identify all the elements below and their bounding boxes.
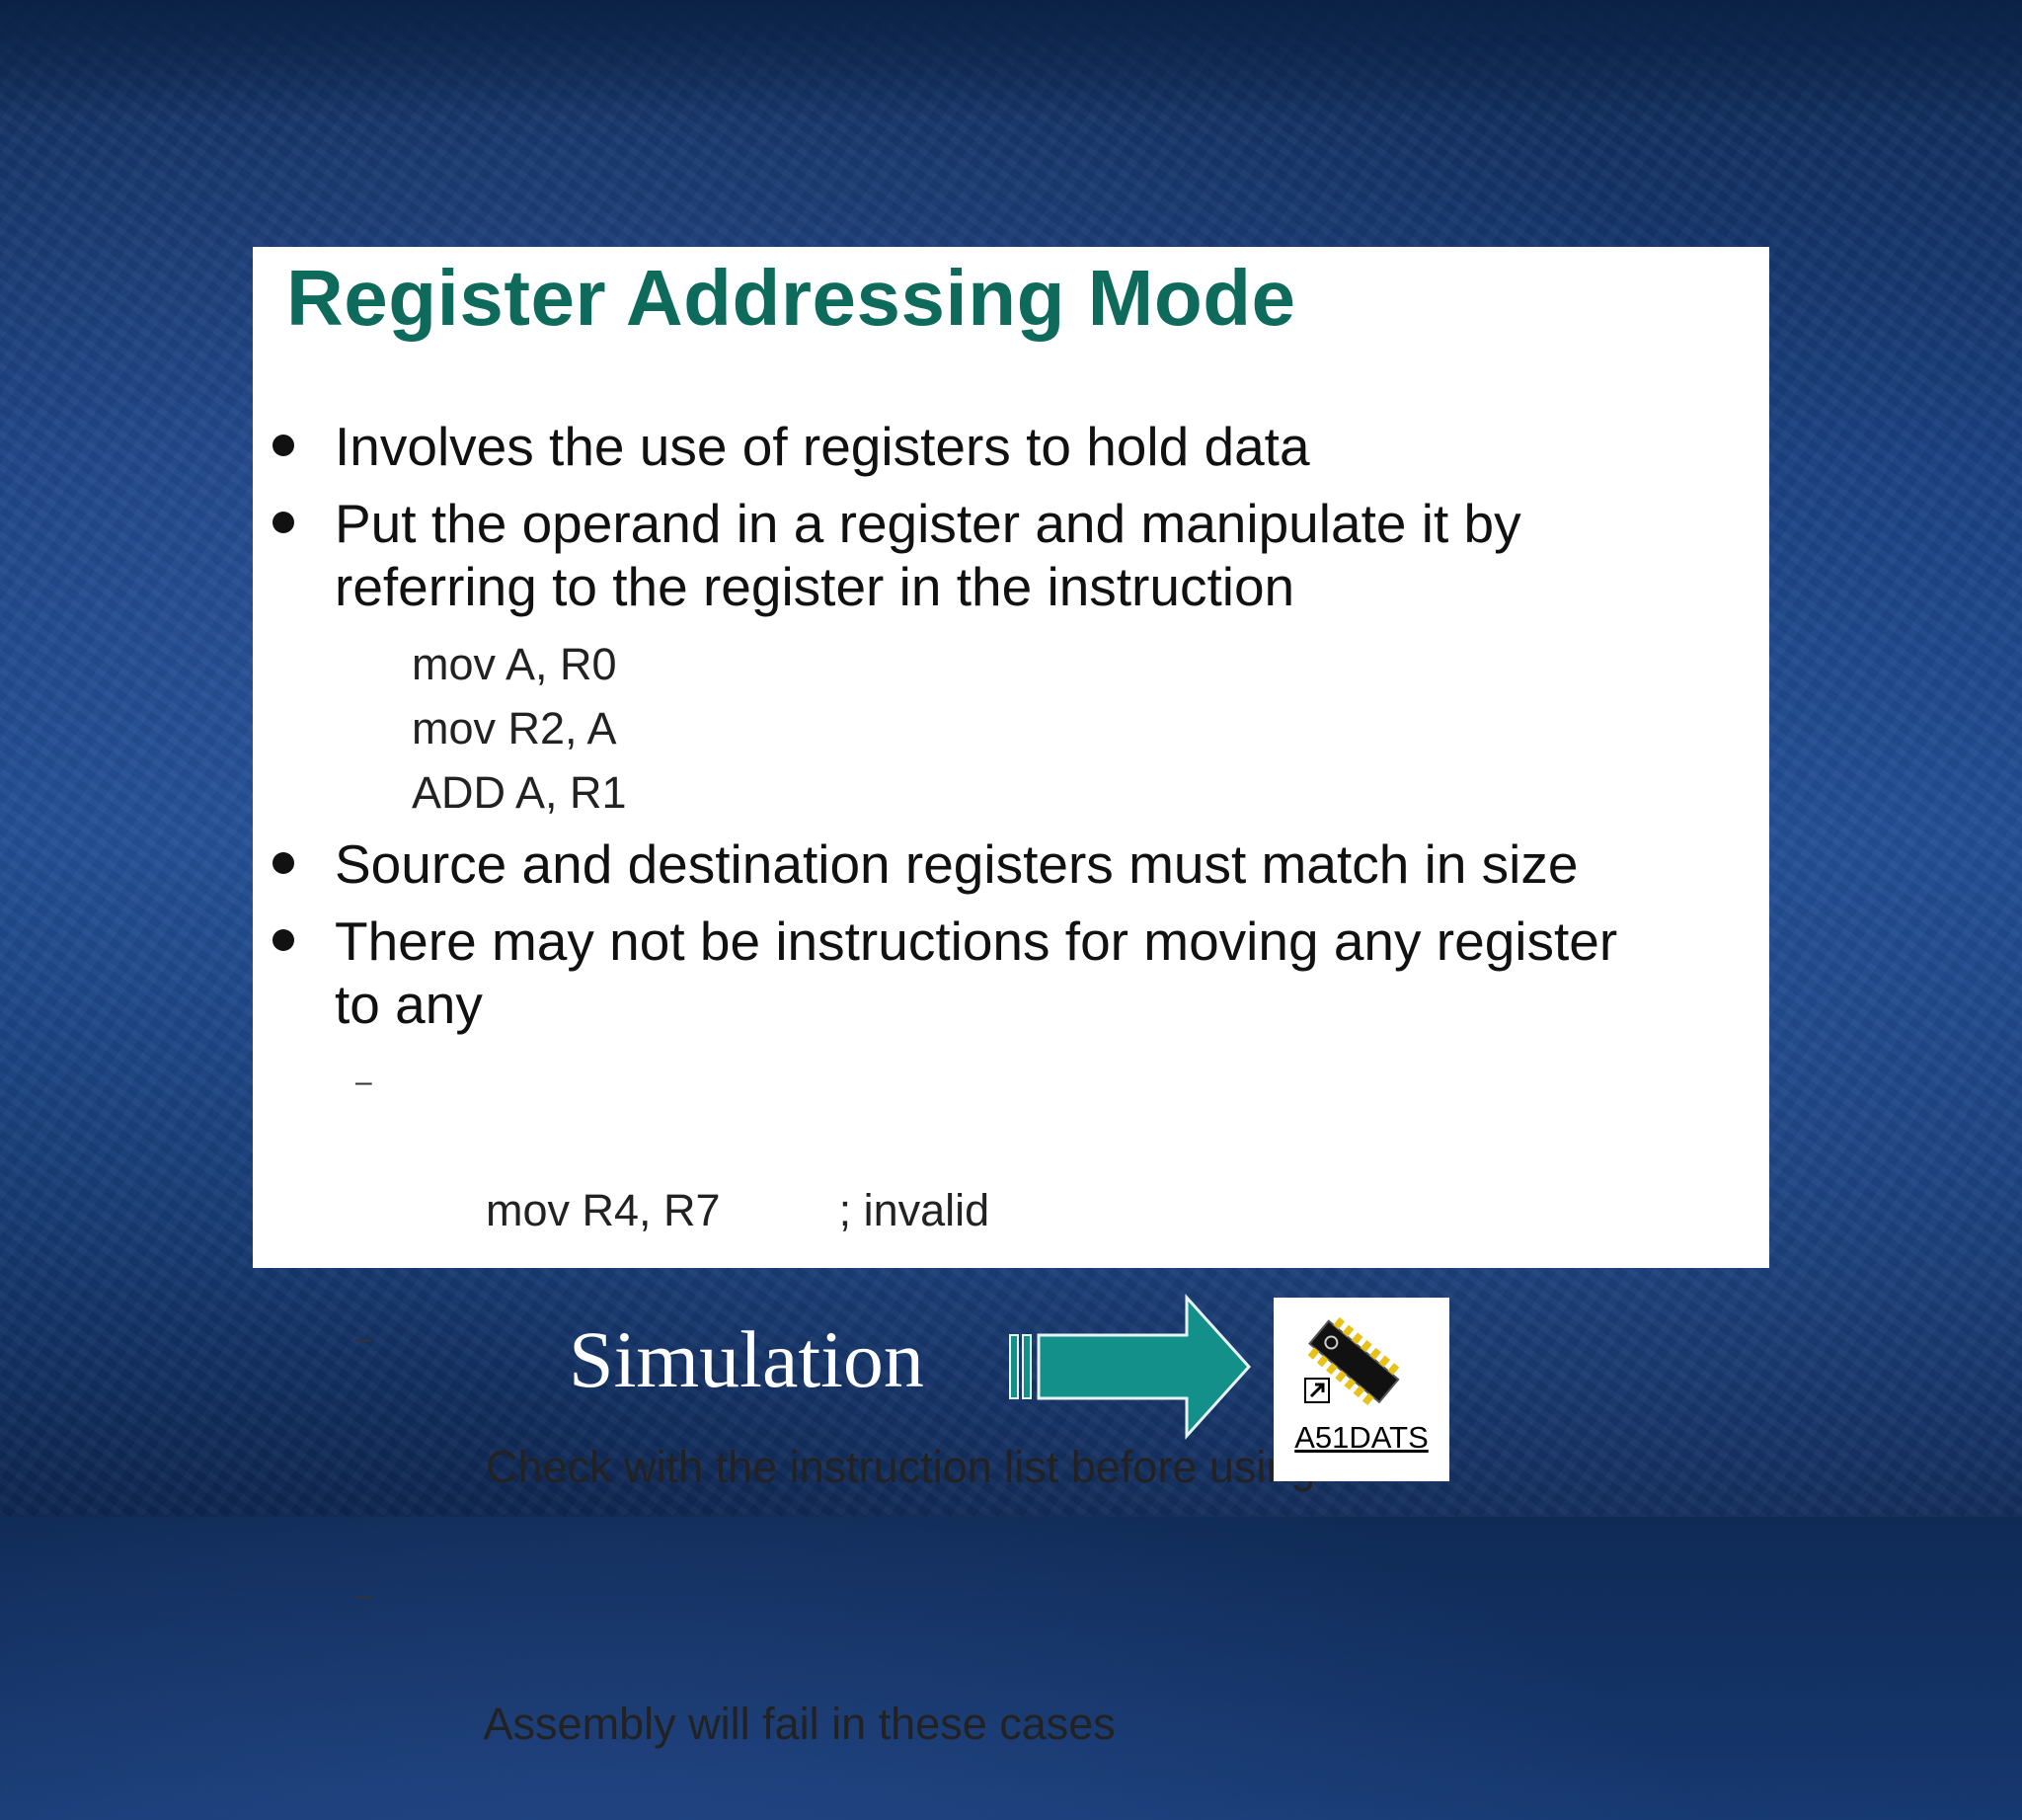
sub-bullet-text: Check with the instruction list before u… bbox=[486, 1442, 1316, 1492]
code-example-block: mov A, R0 mov R2, A ADD A, R1 bbox=[253, 632, 1769, 825]
bullet-dot-icon bbox=[272, 929, 294, 951]
sub-bullet-item: – mov R4, R7 ; invalid bbox=[253, 1050, 1769, 1306]
sub-bullet-item: – Check with the instruction list before… bbox=[253, 1306, 1769, 1563]
chip-icon bbox=[1304, 1316, 1400, 1405]
slide-content-panel: Register Addressing Mode Involves the us… bbox=[253, 247, 1769, 1749]
code-line: ADD A, R1 bbox=[412, 767, 627, 818]
bullet-item: Put the operand in a register and manipu… bbox=[253, 492, 1769, 618]
bullet-text-line: to any bbox=[335, 974, 483, 1035]
bullet-item: Involves the use of registers to hold da… bbox=[253, 415, 1769, 478]
sub-bullet-comment: ; invalid bbox=[838, 1185, 990, 1235]
bullet-dot-icon bbox=[272, 852, 294, 874]
right-arrow-icon bbox=[1009, 1294, 1252, 1440]
code-line: mov R2, A bbox=[412, 703, 617, 753]
bullet-text-line: referring to the register in the instruc… bbox=[335, 556, 1295, 617]
bullet-item: Source and destination registers must ma… bbox=[253, 832, 1769, 896]
background-top-band bbox=[0, 0, 2022, 119]
slide-body: Involves the use of registers to hold da… bbox=[253, 415, 1769, 1820]
bullet-text: Involves the use of registers to hold da… bbox=[335, 416, 1310, 477]
a51dats-shortcut[interactable]: A51DATS bbox=[1274, 1298, 1449, 1481]
sub-bullet-text: mov R4, R7 bbox=[486, 1185, 721, 1235]
bullet-item: There may not be instructions for moving… bbox=[253, 910, 1769, 1036]
simulation-caption: Simulation bbox=[569, 1314, 924, 1404]
shortcut-label: A51DATS bbox=[1294, 1420, 1429, 1455]
bullet-dot-icon bbox=[272, 512, 294, 533]
dash-icon: – bbox=[355, 1579, 372, 1612]
dash-icon: – bbox=[355, 1066, 372, 1098]
bullet-dot-icon bbox=[272, 435, 294, 456]
dash-icon: – bbox=[355, 1322, 372, 1355]
bullet-text-line: There may not be instructions for moving… bbox=[335, 910, 1618, 972]
bullet-text-line: Put the operand in a register and manipu… bbox=[335, 493, 1521, 554]
code-line: mov A, R0 bbox=[412, 639, 617, 689]
sub-bullet-item: – Assembly will fail in these cases bbox=[253, 1563, 1769, 1820]
sub-bullet-text: Assembly will fail in these cases bbox=[483, 1699, 1116, 1749]
slide-title: Register Addressing Mode bbox=[286, 254, 1296, 342]
bullet-text: Source and destination registers must ma… bbox=[335, 833, 1579, 895]
